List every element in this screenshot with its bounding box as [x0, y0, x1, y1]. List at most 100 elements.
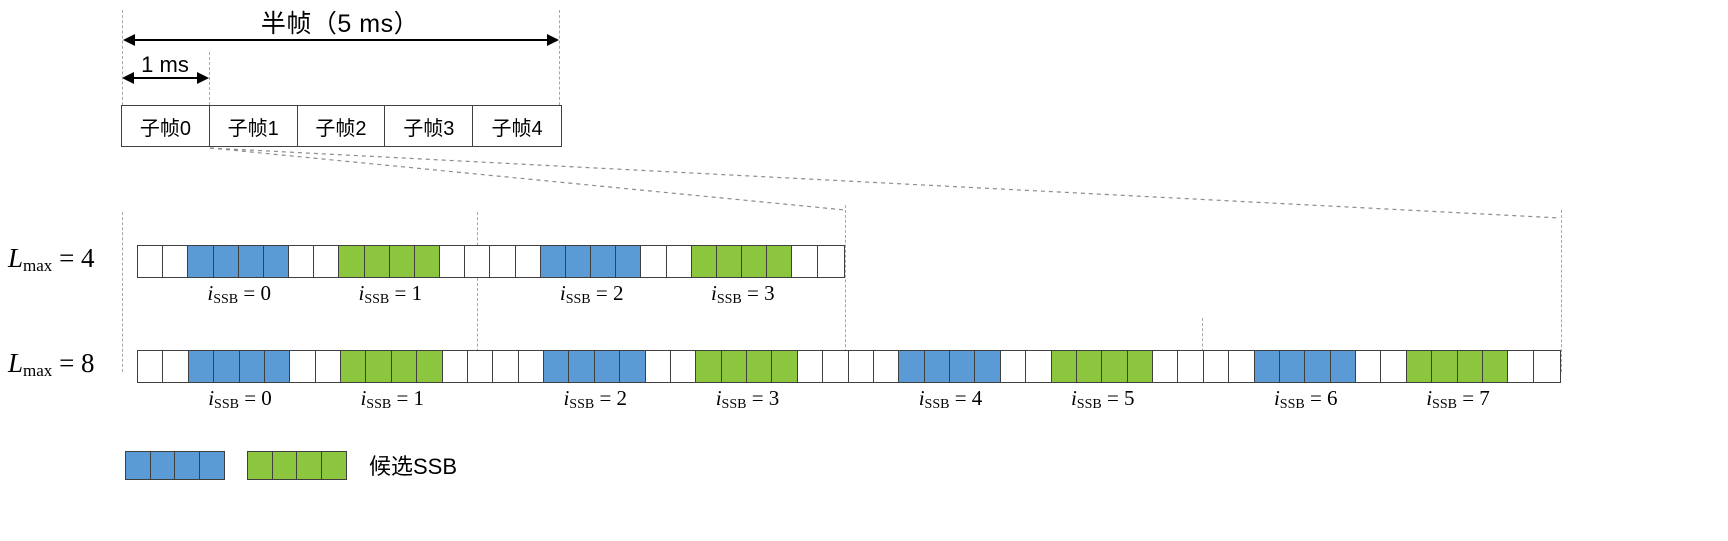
- symbol-cell-white: [641, 246, 667, 277]
- symbol-cell-green: [366, 351, 392, 382]
- issb-subscript: SSB: [366, 397, 392, 412]
- symbol-cell-blue: [591, 246, 617, 277]
- symbol-cell-white: [817, 246, 843, 277]
- halfframe-arrow-head-right: [547, 34, 559, 46]
- symbol-cell-blue: [620, 351, 646, 382]
- symbol-cell-white: [1026, 351, 1052, 382]
- symbol-cell-white: [314, 246, 340, 277]
- symbol-cell-green: [772, 351, 798, 382]
- issb-var: i: [918, 386, 925, 410]
- symbol-cell-white: [465, 246, 491, 277]
- symbol-cell-white: [873, 351, 900, 382]
- issb-label-row1-6: iSSB = 6: [1236, 386, 1376, 413]
- issb-subscript: SSB: [716, 292, 742, 307]
- symbol-cell-white: [670, 351, 697, 382]
- symbol-cell-white: [848, 351, 874, 382]
- symbol-cell-green: [1482, 351, 1509, 382]
- issb-var: i: [1070, 386, 1077, 410]
- issb-value: = 0: [238, 386, 272, 410]
- one-ms-arrow-head-right: [197, 72, 209, 84]
- subframe-label-2: 子帧2: [315, 117, 367, 140]
- issb-value: = 2: [590, 281, 624, 305]
- subframe-cell-2: 子帧2: [298, 106, 386, 146]
- legend: 候选SSB: [125, 450, 457, 480]
- symbol-cell-blue: [1305, 351, 1331, 382]
- symbol-cell-blue: [1254, 351, 1280, 382]
- issb-subscript: SSB: [364, 292, 390, 307]
- guide-row8-end: [1561, 210, 1562, 372]
- subframe-cell-4: 子帧4: [473, 106, 561, 146]
- symbol-cell-white: [290, 351, 316, 382]
- issb-label-row1-4: iSSB = 4: [881, 386, 1021, 413]
- symbol-cell-green: [1432, 351, 1458, 382]
- one-ms-arrow-line: [134, 77, 197, 79]
- symbol-cell-blue: [565, 246, 592, 277]
- legend-cell-green: [248, 451, 273, 479]
- issb-label-row0-0: iSSB = 0: [169, 281, 309, 308]
- issb-label-row0-3: iSSB = 3: [673, 281, 813, 308]
- symbol-cell-blue: [188, 246, 214, 277]
- symbol-cell-green: [742, 246, 768, 277]
- issb-subscript: SSB: [565, 292, 591, 307]
- symbol-cell-green: [1102, 351, 1128, 382]
- issb-var: i: [715, 386, 722, 410]
- symbol-cell-blue: [544, 351, 570, 382]
- symbol-cell-white: [442, 351, 468, 382]
- symbol-cell-blue: [1330, 351, 1356, 382]
- subframe-label-3: 子帧3: [403, 117, 455, 140]
- issb-var: i: [207, 281, 214, 305]
- symbol-cell-white: [138, 351, 164, 382]
- issb-var: i: [559, 281, 566, 305]
- one-ms-label: 1 ms: [141, 52, 189, 77]
- halfframe-arrow-line: [135, 39, 547, 41]
- issb-value: = 3: [741, 281, 775, 305]
- issb-var: i: [710, 281, 717, 305]
- row-label-lmax8-subscript: max: [23, 361, 53, 380]
- guide-row-left: [122, 212, 123, 372]
- symbol-cell-blue: [924, 351, 950, 382]
- legend-cell-green: [321, 451, 346, 479]
- guide-halfframe-end: [559, 10, 560, 105]
- symbol-cell-blue: [188, 351, 215, 382]
- issb-value: = 3: [746, 386, 780, 410]
- symbol-cell-white: [823, 351, 849, 382]
- symbol-cell-white: [1000, 351, 1027, 382]
- row-label-lmax4-value: = 4: [52, 243, 95, 273]
- subframe-cell-0: 子帧0: [122, 106, 210, 146]
- issb-subscript: SSB: [721, 397, 747, 412]
- symbol-cell-blue: [569, 351, 595, 382]
- row-label-lmax4-subscript: max: [23, 256, 53, 275]
- symbol-cell-white: [163, 351, 189, 382]
- symbol-cell-white: [289, 246, 315, 277]
- issb-label-row1-5: iSSB = 5: [1033, 386, 1173, 413]
- symbol-cell-white: [1203, 351, 1230, 382]
- symbol-cell-green: [391, 351, 418, 382]
- issb-var: i: [360, 386, 367, 410]
- issb-subscript: SSB: [1076, 397, 1102, 412]
- issb-label-row1-3: iSSB = 3: [678, 386, 818, 413]
- symbol-cell-white: [163, 246, 189, 277]
- issb-subscript: SSB: [569, 397, 595, 412]
- symbol-cell-blue: [214, 351, 240, 382]
- issb-value: = 7: [1456, 386, 1490, 410]
- symbol-cell-blue: [238, 246, 264, 277]
- issb-var: i: [358, 281, 365, 305]
- symbol-row-lmax8: [137, 350, 1561, 383]
- issb-label-row1-2: iSSB = 2: [525, 386, 665, 413]
- issb-subscript: SSB: [924, 397, 950, 412]
- symbol-cell-white: [1508, 351, 1534, 382]
- symbol-cell-green: [339, 246, 365, 277]
- symbol-cell-white: [515, 246, 541, 277]
- symbol-cell-white: [440, 246, 466, 277]
- legend-label: 候选SSB: [369, 454, 458, 479]
- symbol-cell-green: [691, 246, 717, 277]
- symbol-cell-green: [1127, 351, 1153, 382]
- symbol-cell-green: [389, 246, 415, 277]
- symbol-cell-white: [493, 351, 519, 382]
- issb-subscript: SSB: [1279, 397, 1305, 412]
- symbol-cell-white: [518, 351, 544, 382]
- symbol-cell-blue: [264, 351, 291, 382]
- symbol-cell-green: [721, 351, 747, 382]
- issb-subscript: SSB: [1432, 397, 1457, 412]
- symbol-cell-blue: [213, 246, 239, 277]
